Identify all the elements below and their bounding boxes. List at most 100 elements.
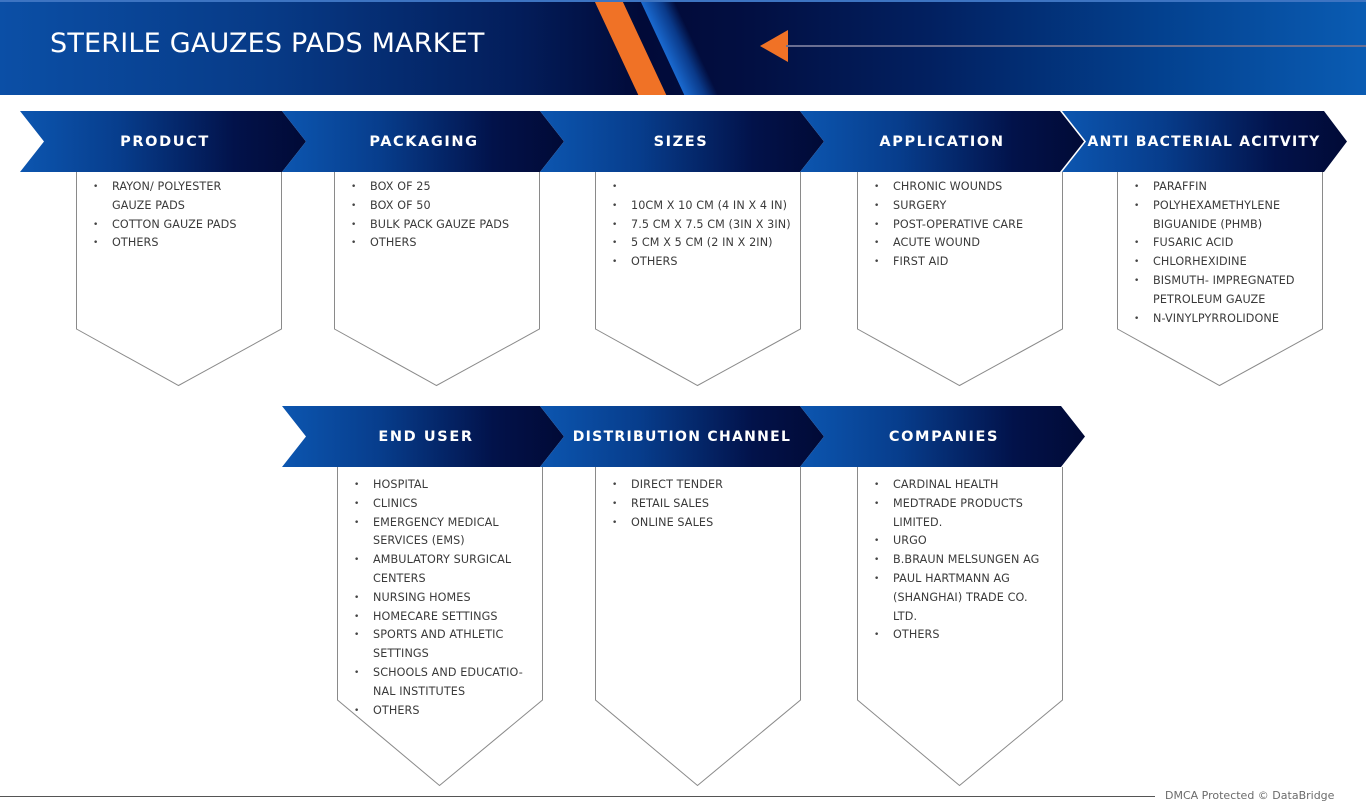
list-application: •CHRONIC WOUNDS •SURGERY •POST-OPERATIVE… [857, 178, 1063, 272]
bullet-icon: • [1134, 182, 1140, 192]
bullet-icon: • [1134, 238, 1140, 249]
bullet-icon: • [354, 592, 360, 603]
list-item: •OTHERS [857, 626, 1063, 645]
chevron-anti-bacterial-activity: ANTI BACTERIAL ACITVITY [1062, 111, 1347, 172]
list-item: •SCHOOLS AND EDUCATIO-NAL INSTITUTES [354, 665, 523, 698]
list-item: •NURSING HOMES [337, 589, 543, 608]
bullet-icon: • [351, 182, 357, 192]
segment-title-anti-bacterial-activity: ANTI BACTERIAL ACITVITY [1087, 133, 1321, 150]
chevron-sizes: SIZES [540, 111, 824, 172]
list-item: •CHLORHEXIDINE [1117, 253, 1323, 272]
bullet-icon: • [354, 630, 360, 641]
segment-title-companies: COMPANIES [888, 428, 1000, 445]
chevron-product: PRODUCT [20, 111, 306, 172]
bullet-icon: • [874, 630, 880, 641]
bullet-icon: • [612, 517, 618, 528]
bullet-icon: • [612, 200, 618, 211]
list-item: •RETAIL SALES [595, 495, 801, 514]
box-sizes: • •10CM X 10 CM (4 IN X 4 IN) •7.5 CM X … [595, 172, 801, 387]
bullet-icon: • [874, 573, 880, 584]
chevron-packaging: PACKAGING [282, 111, 564, 172]
bullet-icon: • [93, 182, 99, 192]
box-application: •CHRONIC WOUNDS •SURGERY •POST-OPERATIVE… [857, 172, 1063, 387]
list-item: •BOX OF 50 [334, 197, 540, 216]
list-item: •OTHERS [337, 702, 543, 721]
list-item: •POST-OPERATIVE CARE [857, 216, 1063, 235]
bullet-icon: • [354, 517, 360, 528]
header-arrow-line [786, 45, 1366, 47]
bullet-icon: • [1134, 313, 1140, 324]
list-item: •OTHERS [595, 253, 801, 272]
bullet-icon: • [354, 555, 360, 566]
bullet-icon: • [612, 238, 618, 249]
bullet-icon: • [1134, 200, 1140, 211]
footer-copyright: DMCA Protected © DataBridge [1165, 789, 1335, 802]
bullet-icon: • [874, 200, 880, 211]
list-item: •DIRECT TENDER [595, 476, 801, 495]
chevron-end-user: END USER [282, 406, 564, 467]
bullet-icon: • [874, 480, 880, 490]
list-item: •HOSPITAL [337, 476, 543, 495]
bullet-icon: • [354, 498, 360, 509]
bullet-icon: • [1134, 275, 1140, 286]
list-item: •B.BRAUN MELSUNGEN AG [857, 551, 1063, 570]
bullet-icon: • [354, 705, 360, 716]
list-item: •ONLINE SALES [595, 514, 801, 533]
arrow-left-icon [760, 30, 788, 62]
bullet-icon: • [874, 182, 880, 192]
segment-title-end-user: END USER [378, 428, 474, 445]
bullet-icon: • [93, 219, 99, 230]
list-item: •BOX OF 25 [334, 178, 540, 197]
segment-title-packaging: PACKAGING [369, 133, 479, 150]
bullet-icon: • [1134, 257, 1140, 268]
list-item: •OTHERS [76, 234, 282, 253]
bullet-icon: • [874, 219, 880, 230]
list-item: •CLINICS [337, 495, 543, 514]
bullet-icon: • [351, 219, 357, 230]
list-distribution-channel: •DIRECT TENDER •RETAIL SALES •ONLINE SAL… [595, 476, 801, 532]
bullet-icon: • [354, 667, 360, 678]
box-distribution-channel: •DIRECT TENDER •RETAIL SALES •ONLINE SAL… [595, 467, 801, 787]
list-packaging: •BOX OF 25 •BOX OF 50 •BULK PACK GAUZE P… [334, 178, 540, 253]
list-item: •OTHERS [334, 234, 540, 253]
list-item: •CARDINAL HEALTH [857, 476, 1063, 495]
bullet-icon: • [612, 498, 618, 509]
bullet-icon: • [874, 498, 880, 509]
bullet-icon: • [354, 480, 360, 490]
box-packaging: •BOX OF 25 •BOX OF 50 •BULK PACK GAUZE P… [334, 172, 540, 387]
header-banner: STERILE GAUZES PADS MARKET [0, 0, 1366, 95]
bullet-icon: • [612, 182, 618, 192]
list-item: •URGO [857, 532, 1063, 551]
bullet-icon: • [351, 200, 357, 211]
list-item: •PAUL HARTMANN AG(SHANGHAI) TRADE CO.LTD… [874, 571, 1028, 623]
list-item: •FUSARIC ACID [1117, 234, 1323, 253]
segment-title-distribution-channel: DISTRIBUTION CHANNEL [572, 428, 792, 445]
chevron-distribution-channel: DISTRIBUTION CHANNEL [540, 406, 824, 467]
bullet-icon: • [612, 219, 618, 230]
segment-title-product: PRODUCT [120, 133, 210, 150]
list-item: •FIRST AID [857, 253, 1063, 272]
list-sizes: • •10CM X 10 CM (4 IN X 4 IN) •7.5 CM X … [595, 178, 801, 272]
page-title: STERILE GAUZES PADS MARKET [50, 28, 485, 59]
chevron-application: APPLICATION [800, 111, 1084, 172]
list-item: •CHRONIC WOUNDS [857, 178, 1063, 197]
bullet-icon: • [612, 257, 618, 268]
footer-divider [0, 796, 1155, 797]
list-item: •10CM X 10 CM (4 IN X 4 IN) [595, 197, 801, 216]
list-item: •HOMECARE SETTINGS [337, 608, 543, 627]
list-item: •ACUTE WOUND [857, 234, 1063, 253]
bullet-icon: • [354, 611, 360, 622]
list-item: •N-VINYLPYRROLIDONE [1117, 310, 1323, 329]
